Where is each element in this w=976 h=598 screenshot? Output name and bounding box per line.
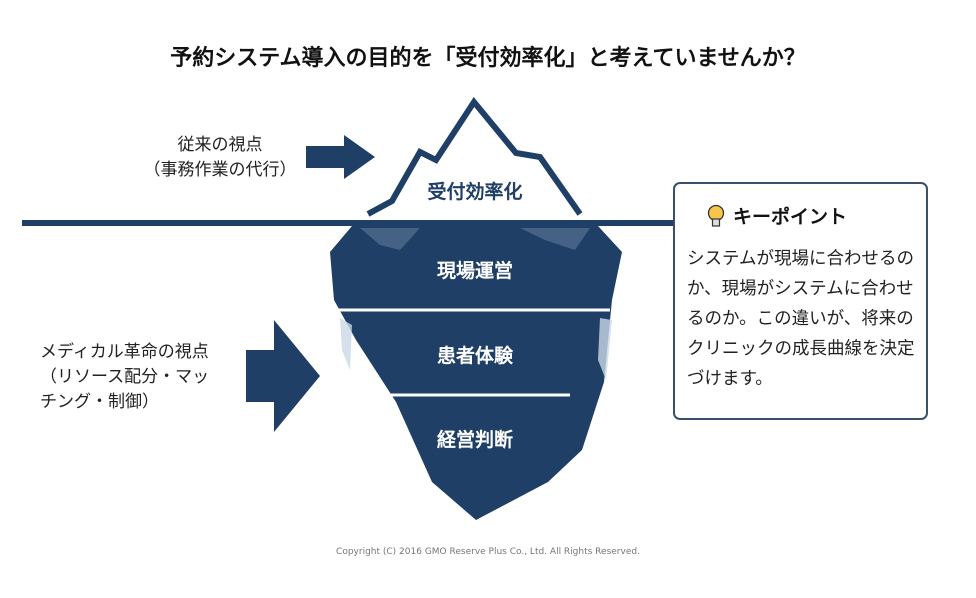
ice-highlight — [360, 228, 420, 250]
ice-highlight — [598, 318, 612, 380]
layer-label: 現場運営 — [436, 260, 513, 282]
lightbulb-icon — [707, 204, 725, 227]
new-view-label: メディカル革命の視点 （リソース配分・マッ チング・制御） — [40, 340, 240, 415]
iceberg-tip-outline — [366, 96, 583, 217]
layer-label: 患者体験 — [436, 345, 513, 367]
iceberg-tip-label: 受付効率化 — [427, 181, 523, 203]
arrow-right-icon — [246, 320, 320, 432]
arrow-right-icon — [306, 135, 375, 179]
old-view-subtitle: （事務作業の代行） — [143, 160, 297, 180]
diagram-title: 予約システム導入の目的を「受付効率化」と考えていませんか？ — [170, 46, 806, 71]
iceberg-underwater — [330, 226, 622, 520]
keypoint-box: キーポイント システムが現場に合わせるのか、現場がシステムに合わせるのか。この違… — [673, 182, 928, 420]
new-view-line2: （リソース配分・マッ — [40, 367, 210, 387]
ice-highlight — [520, 228, 590, 250]
new-view-line3: チング・制御） — [40, 392, 159, 412]
keypoint-title: キーポイント — [733, 206, 848, 228]
new-view-title: メディカル革命の視点 — [40, 342, 209, 362]
layer-label: 経営判断 — [436, 429, 513, 451]
old-view-label: 従来の視点 （事務作業の代行） — [120, 133, 320, 183]
keypoint-text: システムが現場に合わせるのか、現場がシステムに合わせるのか。この違いが、将来のク… — [687, 249, 915, 389]
ice-highlight — [340, 318, 352, 370]
old-view-title: 従来の視点 — [177, 135, 263, 155]
copyright: Copyright (C) 2016 GMO Reserve Plus Co.,… — [336, 547, 640, 557]
